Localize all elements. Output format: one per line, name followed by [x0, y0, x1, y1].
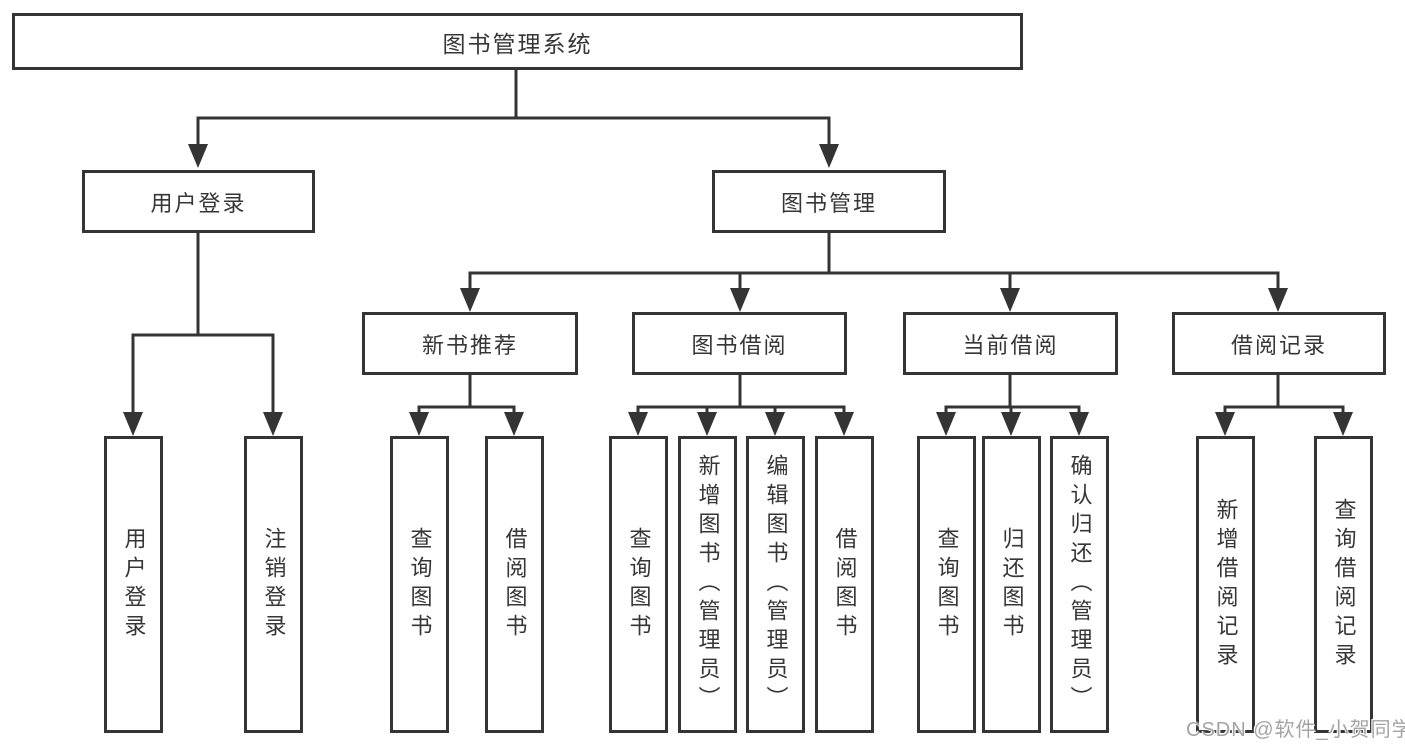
- node-new-book-recommend: 新书推荐: [362, 312, 578, 375]
- leaf-add-borrow-record: 新增借阅记录: [1196, 436, 1255, 733]
- leaf-user-login: 用户登录: [104, 436, 163, 733]
- leaf-confirm-return-admin: 确认归还（管理员）: [1050, 436, 1109, 733]
- leaf-edit-books-admin: 编辑图书（管理员）: [746, 436, 805, 733]
- leaf-logout: 注销登录: [244, 436, 303, 733]
- node-book-management: 图书管理: [712, 170, 946, 233]
- leaf-add-books-admin: 新增图书（管理员）: [678, 436, 737, 733]
- leaf-recommend-borrow-books: 借阅图书: [485, 436, 544, 733]
- node-borrowing-records: 借阅记录: [1172, 312, 1386, 375]
- leaf-borrowing-query-books: 查询图书: [609, 436, 668, 733]
- leaf-recommend-query-books: 查询图书: [390, 436, 449, 733]
- node-current-borrowing: 当前借阅: [903, 312, 1118, 375]
- node-user-login: 用户登录: [82, 170, 315, 233]
- leaf-current-query-books: 查询图书: [917, 436, 976, 733]
- leaf-borrow-books: 借阅图书: [815, 436, 874, 733]
- leaf-query-borrow-record: 查询借阅记录: [1314, 436, 1373, 733]
- node-library-system: 图书管理系统: [12, 13, 1023, 70]
- node-book-borrowing: 图书借阅: [632, 312, 847, 375]
- csdn-watermark: CSDN @软件_小贺同学: [1186, 719, 1405, 741]
- leaf-return-books: 归还图书: [982, 436, 1041, 733]
